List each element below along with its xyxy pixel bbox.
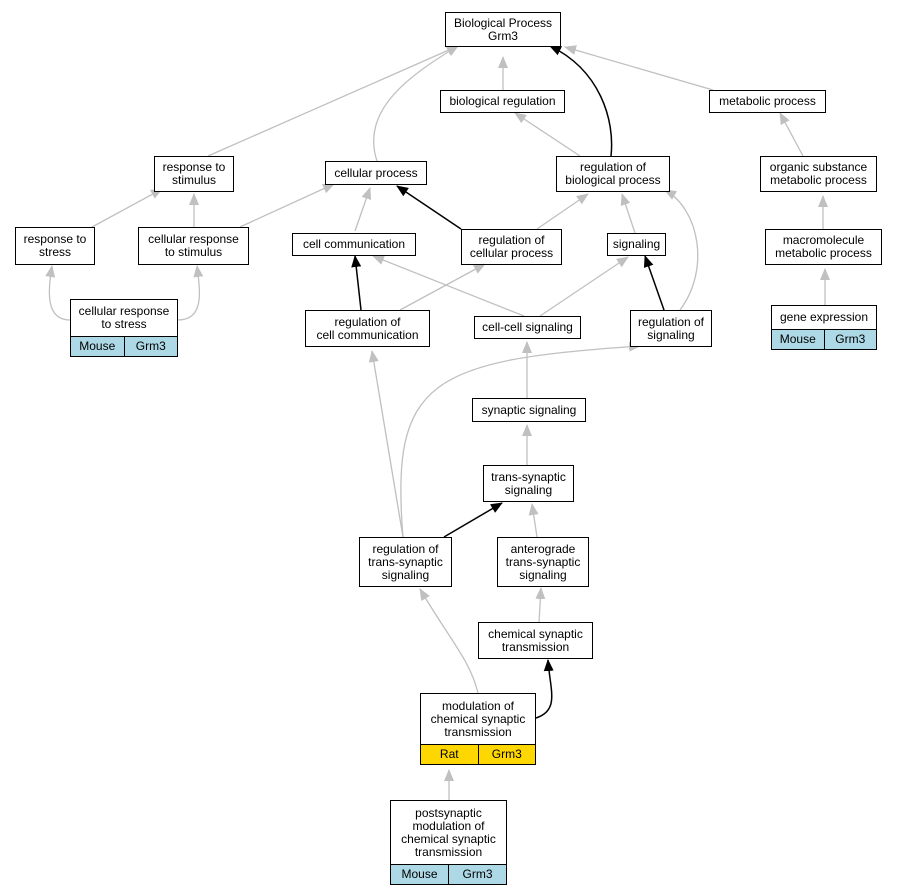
node-label: macromolecule metabolic process [775, 233, 872, 260]
node-chemical-synaptic-transmission[interactable]: chemical synaptic transmission [478, 622, 593, 659]
node-signaling[interactable]: signaling [607, 233, 666, 256]
edge [535, 587, 546, 623]
node-cellular-response-to-stress[interactable]: cellular response to stress Mouse Grm3 [70, 299, 178, 357]
node-label: postsynaptic modulation of chemical syna… [401, 805, 496, 859]
node-cell-communication[interactable]: cell communication [292, 233, 416, 256]
node-label: regulation of cell communication [316, 314, 419, 342]
edge [400, 341, 641, 538]
species-tag: Mouse [779, 332, 816, 346]
node-label: modulation of chemical synaptic transmis… [430, 698, 526, 739]
edge [536, 193, 589, 230]
node-postsynaptic-modulation[interactable]: postsynaptic modulation of chemical syna… [390, 800, 507, 885]
node-label: regulation of biological process [565, 160, 661, 187]
edge [372, 255, 525, 317]
species-tag: Mouse [79, 339, 116, 353]
node-regulation-of-cell-communication[interactable]: regulation of cell communication [305, 310, 430, 347]
edge [399, 263, 486, 311]
edge [528, 503, 539, 538]
edge [45, 265, 71, 321]
gene-tag: Grm3 [448, 865, 506, 884]
node-label: anterograde trans-synaptic signaling [505, 541, 581, 582]
gene-tag: Grm3 [123, 337, 178, 356]
node-label: biological regulation [449, 94, 556, 108]
node-label: gene expression [779, 310, 869, 324]
edge-highlight [535, 659, 554, 719]
node-label: response to stimulus [162, 160, 226, 187]
edge [779, 112, 804, 157]
node-label: trans-synaptic signaling [491, 469, 566, 497]
node-label: response to stress [23, 232, 87, 259]
edge [91, 188, 163, 228]
node-label: cellular process [334, 165, 418, 180]
node-label: cell-cell signaling [482, 320, 573, 334]
node-biological-regulation[interactable]: biological regulation [440, 90, 565, 113]
edge [354, 187, 372, 232]
node-label: metabolic process [719, 94, 816, 108]
node-label: cellular response to stimulus [148, 232, 239, 259]
node-synaptic-signaling[interactable]: synaptic signaling [472, 398, 586, 422]
species-gene-tags: Mouse Grm3 [71, 336, 177, 356]
node-root[interactable]: Biological Process Grm3 [445, 12, 561, 47]
node-label: regulation of trans-synaptic signaling [368, 541, 443, 582]
node-regulation-of-biological-process[interactable]: regulation of biological process [556, 156, 670, 192]
species-tag: Mouse [401, 867, 438, 881]
edge [564, 45, 714, 91]
node-label: synaptic signaling [481, 402, 577, 417]
node-metabolic-process[interactable]: metabolic process [709, 90, 826, 113]
node-cellular-response-to-stimulus[interactable]: cellular response to stimulus [138, 227, 249, 265]
node-trans-synaptic-signaling[interactable]: trans-synaptic signaling [483, 465, 574, 502]
node-regulation-of-signaling[interactable]: regulation of signaling [630, 310, 712, 347]
edge [419, 588, 479, 694]
node-label: chemical synaptic transmission [488, 626, 583, 654]
node-regulation-of-cellular-process[interactable]: regulation of cellular process [461, 229, 562, 265]
gene-tag: Grm3 [823, 330, 877, 349]
species-gene-tags: Mouse Grm3 [391, 864, 506, 884]
edge [664, 189, 699, 311]
edge-highlight [549, 45, 613, 157]
species-tag: Rat [439, 747, 459, 761]
edge-highlight [396, 185, 462, 230]
edge-highlight [351, 255, 362, 311]
node-label: regulation of cellular process [469, 233, 554, 260]
node-cell-cell-signaling[interactable]: cell-cell signaling [474, 316, 581, 339]
node-label: regulation of signaling [637, 314, 705, 342]
edge [514, 112, 581, 157]
species-gene-tags: Mouse Grm3 [772, 329, 876, 349]
edge [620, 193, 636, 234]
node-gene-expression[interactable]: gene expression Mouse Grm3 [771, 305, 877, 350]
node-label: signaling [612, 237, 661, 251]
node-modulation-of-chemical-synaptic-transmission[interactable]: modulation of chemical synaptic transmis… [420, 693, 536, 765]
edge [539, 256, 629, 317]
node-macromolecule-metabolic-process[interactable]: macromolecule metabolic process [765, 229, 882, 265]
node-organic-substance-metabolic-process[interactable]: organic substance metabolic process [760, 156, 877, 192]
edge [207, 45, 459, 157]
species-gene-tags: Rat Grm3 [421, 744, 535, 764]
edge [368, 350, 404, 538]
node-label: cell communication [302, 237, 406, 251]
node-label: Biological Process Grm3 [453, 15, 553, 43]
node-response-to-stress[interactable]: response to stress [15, 227, 95, 265]
edge [372, 45, 459, 162]
node-label: organic substance metabolic process [769, 160, 868, 187]
node-response-to-stimulus[interactable]: response to stimulus [154, 156, 234, 192]
node-label: cellular response to stress [78, 304, 170, 331]
edge-highlight [643, 255, 665, 311]
node-regulation-of-trans-synaptic-signaling[interactable]: regulation of trans-synaptic signaling [359, 537, 452, 587]
edge [239, 183, 335, 228]
edge-highlight [443, 502, 503, 538]
node-anterograde-trans-synaptic-signaling[interactable]: anterograde trans-synaptic signaling [497, 537, 589, 587]
gene-tag: Grm3 [477, 745, 536, 764]
edge [177, 265, 204, 321]
node-cellular-process[interactable]: cellular process [325, 161, 427, 185]
